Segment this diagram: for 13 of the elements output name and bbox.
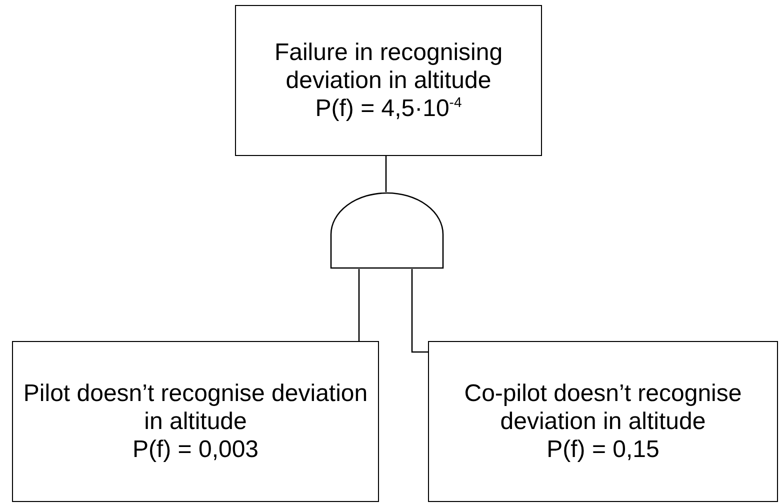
event-description: Failure in recognising deviation in altitude bbox=[273, 38, 504, 94]
connector-line bbox=[385, 156, 387, 192]
failure-probability: P(f) = 0,15 bbox=[546, 436, 660, 464]
event-box bbox=[235, 5, 542, 156]
event-description: Co-pilot doesn’t recognise deviation in altitude bbox=[463, 380, 743, 436]
failure-probability: P(f) = 0,003 bbox=[132, 436, 259, 464]
failure-probability: P(f) = 4,5·10$^{-4}$ bbox=[315, 94, 462, 122]
connector-line bbox=[411, 269, 428, 353]
and-gate-symbol bbox=[330, 192, 444, 269]
connector-line bbox=[358, 269, 360, 341]
event-description: Pilot doesn’t recognise deviation in altitude bbox=[22, 380, 369, 436]
event-box bbox=[428, 341, 778, 502]
event-box bbox=[12, 341, 379, 502]
